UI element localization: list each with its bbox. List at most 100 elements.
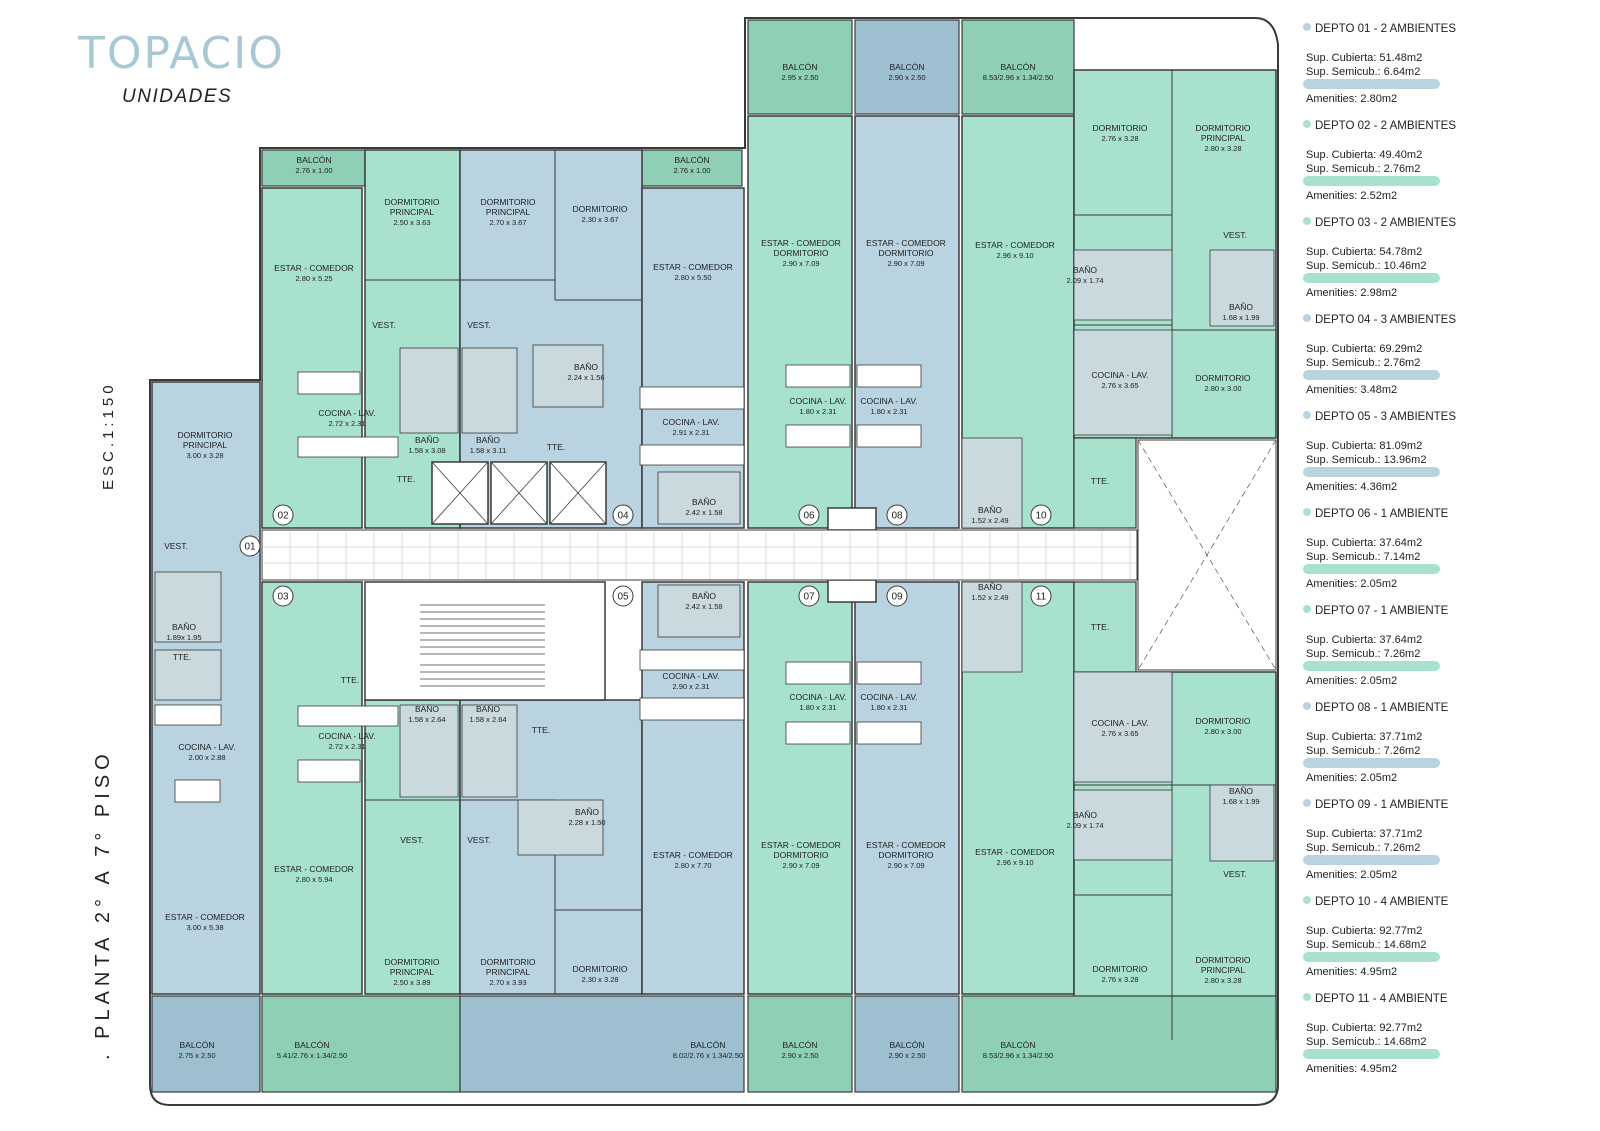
legend-semicub: Sup. Semicub.: 7.26m2 — [1306, 745, 1421, 757]
legend-unit: DEPTO 10 - 4 AMBIENTE Sup. Cubierta: 92.7… — [1300, 893, 1570, 990]
legend-semicub: Sup. Semicub.: 7.26m2 — [1306, 842, 1421, 854]
legend-unit-name: DEPTO 03 - 2 AMBIENTES — [1303, 217, 1456, 229]
legend-amenities: Amenities: 2.05m2 — [1306, 772, 1398, 784]
door-number: 11 — [1036, 592, 1047, 603]
room-label: TTE. — [173, 652, 191, 662]
legend-semicub: Sup. Semicub.: 7.26m2 — [1306, 648, 1421, 660]
legend-unit-name: DEPTO 05 - 3 AMBIENTES — [1303, 411, 1456, 423]
legend-unit: DEPTO 05 - 3 AMBIENTES Sup. Cubierta: 81.… — [1300, 408, 1570, 505]
door-number-badge — [798, 585, 820, 607]
legend-cubierta: Sup. Cubierta: 92.77m2 — [1306, 925, 1423, 937]
legend-color-bar — [1303, 176, 1440, 186]
legend-cubierta: Sup. Cubierta: 54.78m2 — [1306, 246, 1423, 258]
unit-06 — [747, 115, 853, 529]
legend-unit: DEPTO 06 - 1 AMBIENTE Sup. Cubierta: 37.6… — [1300, 505, 1570, 602]
room-label: TTE. — [532, 725, 550, 735]
room-label: VEST. — [467, 835, 491, 845]
door-number: 08 — [891, 511, 903, 522]
legend-color-bar — [1303, 952, 1440, 962]
legend-cubierta: Sup. Cubierta: 51.48m2 — [1306, 52, 1423, 64]
legend-dot-icon — [1303, 605, 1311, 613]
door-number-badge — [272, 585, 294, 607]
legend-unit-name: DEPTO 10 - 4 AMBIENTE — [1303, 896, 1448, 908]
legend-amenities: Amenities: 2.05m2 — [1306, 578, 1398, 590]
door-number-badge — [239, 535, 261, 557]
unit-10-service — [1073, 437, 1137, 529]
legend-amenities: Amenities: 4.95m2 — [1306, 966, 1398, 978]
legend-unit-name: DEPTO 06 - 1 AMBIENTE — [1303, 508, 1448, 520]
unit-05 — [641, 581, 745, 995]
legend-unit-name: DEPTO 08 - 1 AMBIENTE — [1303, 702, 1448, 714]
door-number-badge — [886, 504, 908, 526]
room-label: COCINA - LAV.1.80 x 2.31 — [860, 396, 917, 416]
room-label: VEST. — [1223, 869, 1247, 879]
legend-semicub: Sup. Semicub.: 2.76m2 — [1306, 357, 1421, 369]
room-label: TTE. — [397, 474, 415, 484]
legend-dot-icon — [1303, 993, 1311, 1001]
legend-dot-icon — [1303, 799, 1311, 807]
legend-cubierta: Sup. Cubierta: 69.29m2 — [1306, 343, 1423, 355]
room-label: COCINA - LAV.2.76 x 3.65 — [1091, 718, 1148, 738]
unit-09 — [854, 581, 960, 995]
room-label: COCINA - LAV.2.72 x 2.31 — [318, 731, 375, 751]
corridor — [261, 529, 1138, 581]
legend-cubierta: Sup. Cubierta: 81.09m2 — [1306, 440, 1423, 452]
door-number-badge — [612, 585, 634, 607]
balcony-bottom-1 — [151, 995, 261, 1093]
legend-cubierta: Sup. Cubierta: 37.64m2 — [1306, 634, 1423, 646]
balcony-bottom-4 — [747, 995, 853, 1093]
room-label: VEST. — [164, 541, 188, 551]
project-title: TOPACIO — [78, 28, 285, 79]
legend-semicub: Sup. Semicub.: 2.76m2 — [1306, 163, 1421, 175]
door-number: 09 — [891, 592, 903, 603]
legend-amenities: Amenities: 2.52m2 — [1306, 190, 1398, 202]
legend-color-bar — [1303, 370, 1440, 380]
door-number: 05 — [617, 592, 629, 603]
balcony-bottom-3 — [459, 995, 745, 1093]
legend-unit-name: DEPTO 09 - 1 AMBIENTE — [1303, 799, 1448, 811]
legend-color-bar — [1303, 564, 1440, 574]
legend-cubierta: Sup. Cubierta: 92.77m2 — [1306, 1022, 1423, 1034]
room-label: COCINA - LAV.2.90 x 2.31 — [662, 671, 719, 691]
legend-unit: DEPTO 01 - 2 AMBIENTES Sup. Cubierta: 51.… — [1300, 20, 1570, 117]
legend-dot-icon — [1303, 23, 1311, 31]
room-label: VEST. — [467, 320, 491, 330]
door-number-badge — [1030, 585, 1052, 607]
legend-semicub: Sup. Semicub.: 13.96m2 — [1306, 454, 1427, 466]
balcony-bottom-5 — [854, 995, 960, 1093]
legend-cubierta: Sup. Cubierta: 37.64m2 — [1306, 537, 1423, 549]
room-label: COCINA - LAV.1.80 x 2.31 — [789, 692, 846, 712]
door-number: 04 — [617, 511, 629, 522]
legend-unit-name: DEPTO 01 - 2 AMBIENTES — [1303, 23, 1456, 35]
